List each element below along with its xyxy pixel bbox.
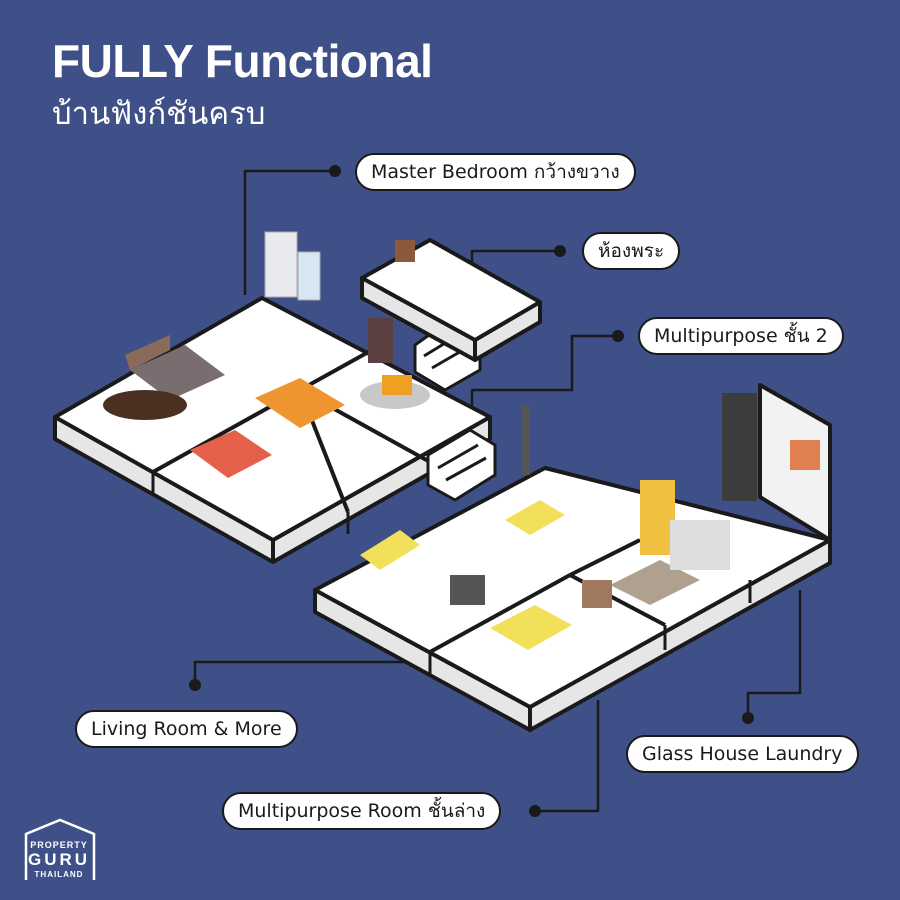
label-shrine-room: ห้องพระ	[582, 232, 681, 270]
page-subtitle: บ้านฟังก์ชันครบ	[52, 96, 266, 132]
label-master-bedroom: Master Bedroom กว้างขวาง	[355, 153, 636, 191]
logo-text-property: PROPERTY	[30, 840, 88, 850]
connector-lines	[193, 169, 802, 813]
logo-text-guru: GURU	[27, 850, 91, 869]
property-guru-logo: PROPERTY GURU THAILAND	[22, 818, 96, 882]
furniture	[103, 231, 820, 650]
label-laundry: Glass House Laundry	[626, 735, 859, 773]
logo-text-thailand: THAILAND	[34, 870, 84, 879]
label-multipurpose-2nd-floor: Multipurpose ชั้น 2	[638, 317, 844, 355]
connector-dots	[189, 165, 754, 817]
page-title: FULLY Functional	[52, 35, 433, 87]
label-multipurpose-ground: Multipurpose Room ชั้นล่าง	[222, 792, 502, 830]
label-living-room: Living Room & More	[75, 710, 298, 748]
house-outline-icon	[24, 818, 96, 880]
